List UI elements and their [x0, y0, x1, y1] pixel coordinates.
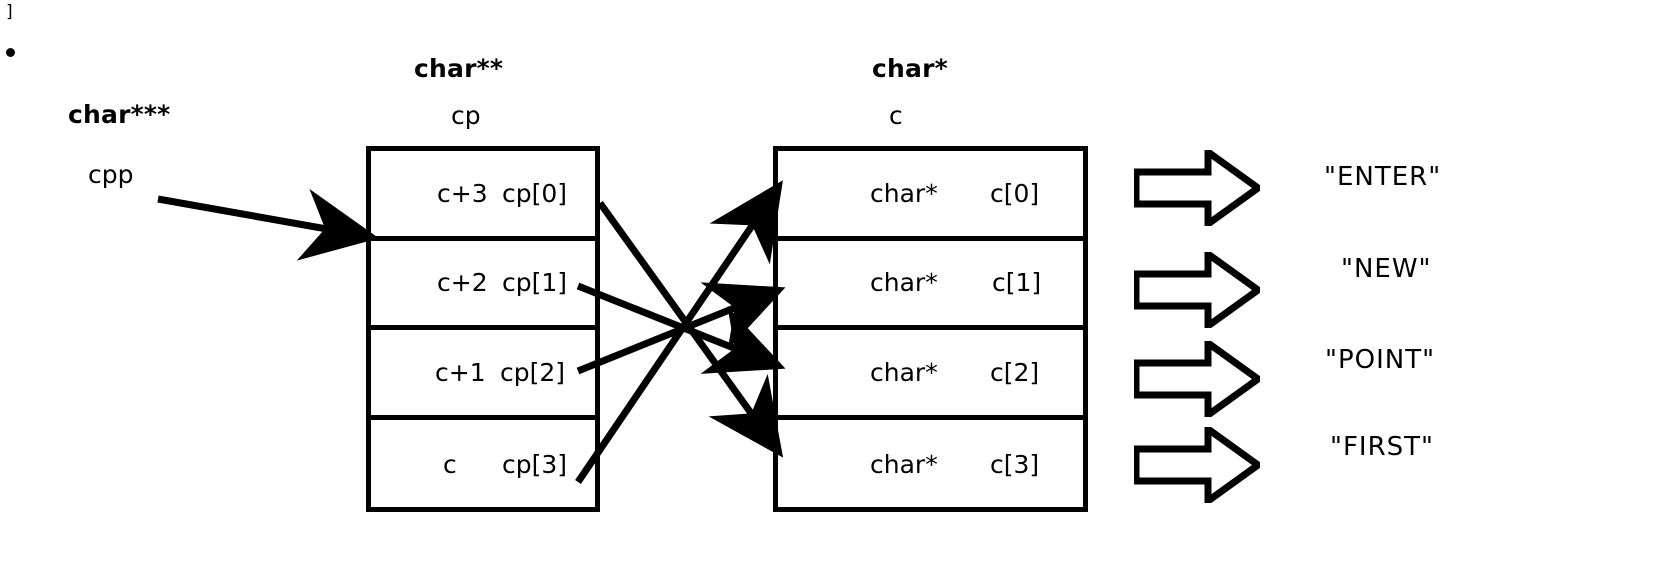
c-row-0-value: char*: [870, 178, 938, 208]
cp-row-2-value: c+1: [435, 357, 486, 387]
c-row-0: char* c[0]: [778, 151, 1083, 241]
cpp-var-label: cpp: [88, 160, 134, 189]
cp-row-0-value: c+3: [437, 178, 488, 208]
c-row-0-index: c[0]: [990, 178, 1040, 208]
string-entry-3: [1132, 422, 1264, 508]
bullet-dot-icon: [6, 48, 15, 57]
cp-var-label: cp: [451, 101, 481, 130]
cp-row-3: c cp[3]: [371, 420, 595, 510]
c-type-caption: char*: [872, 54, 948, 83]
string-entry-1: [1132, 247, 1264, 333]
c-row-2-value: char*: [870, 357, 938, 387]
block-arrow-right-icon: [1132, 247, 1264, 333]
string-label-3: "FIRST": [1330, 432, 1434, 462]
cp-row-0-index: cp[0]: [502, 178, 568, 208]
cp-row-1: c+2 cp[1]: [371, 241, 595, 330]
c-row-1: char* c[1]: [778, 241, 1083, 330]
c-row-1-index: c[1]: [992, 268, 1042, 298]
arrow-cpp-to-cp: [157, 188, 379, 261]
c-var-label: c: [889, 101, 903, 130]
c-row-3-value: char*: [870, 449, 938, 479]
cp-row-0: c+3 cp[0]: [371, 151, 595, 241]
string-entry-0: [1132, 145, 1264, 231]
string-label-1: "NEW": [1341, 254, 1432, 284]
cp-row-2: c+1 cp[2]: [371, 330, 595, 420]
c-array-table: char* c[0] char* c[1] char* c[2] char* c…: [773, 146, 1088, 512]
arrow-cp1-to-c2: [576, 282, 786, 374]
cp-row-3-index: cp[3]: [502, 449, 568, 479]
string-label-2: "POINT": [1325, 345, 1436, 375]
cp-row-1-index: cp[1]: [502, 268, 568, 298]
string-entry-2: [1132, 336, 1264, 422]
stray-bracket-glyph: ]: [6, 2, 13, 22]
cp-type-caption: char**: [414, 54, 504, 83]
string-label-0: "ENTER": [1324, 162, 1442, 192]
cpp-type-caption: char***: [68, 100, 171, 129]
cp-row-1-value: c+2: [437, 268, 488, 298]
c-row-3: char* c[3]: [778, 420, 1083, 510]
cp-array-table: c+3 cp[0] c+2 cp[1] c+1 cp[2] c cp[3]: [366, 146, 600, 512]
c-row-3-index: c[3]: [990, 449, 1040, 479]
arrow-cp0-to-c3: [597, 200, 784, 458]
c-row-2: char* c[2]: [778, 330, 1083, 420]
block-arrow-right-icon: [1132, 422, 1264, 508]
arrow-cp2-to-c1: [576, 282, 786, 375]
c-row-1-value: char*: [870, 268, 938, 298]
c-row-2-index: c[2]: [990, 357, 1040, 387]
block-arrow-right-icon: [1132, 336, 1264, 422]
cp-row-2-index: cp[2]: [500, 357, 566, 387]
block-arrow-right-icon: [1132, 145, 1264, 231]
cp-row-3-value: c: [443, 449, 457, 479]
arrow-cp3-to-c0: [575, 180, 783, 484]
